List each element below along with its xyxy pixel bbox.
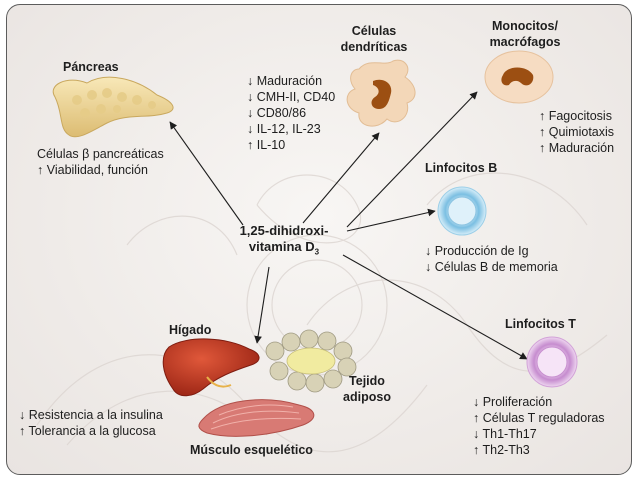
b-cell-illustration [437,186,487,236]
adipose-tissue-illustration [265,329,357,393]
liver-title: Hígado [169,323,212,337]
t-cells-effect: ↑ Células T reguladoras [473,411,605,425]
arrow-to-metabolic-organs [254,266,270,344]
dendritic-title: Células dendríticas [332,23,416,55]
dendritic-effects: ↓ Maduración ↓ CMH-II, CD40 ↓ CD80/86 ↓ … [247,73,335,153]
arrow-to-t-cells [342,254,528,360]
pancreas-effect: Células β pancreáticas [37,147,164,161]
muscle-title: Músculo esquelético [190,443,313,457]
dendritic-effect: ↓ CMH-II, CD40 [247,90,336,104]
slide-frame: 1,25-dihidroxi- vitamina D3 Páncreas Cél… [6,4,632,475]
monocytes-title: Monocitos/ macrófagos [477,18,573,50]
monocyte-illustration [484,50,554,104]
adipose-title-line1: Tejido [349,374,385,388]
metabolic-effect: ↑ Tolerancia a la glucosa [19,424,156,438]
pancreas-effects: Células β pancreáticas ↑ Viabilidad, fun… [37,146,164,178]
diagram-canvas [52,50,578,437]
pancreas-illustration [52,76,174,138]
monocytes-effect: ↑ Fagocitosis [539,109,612,123]
t-cells-effect: ↑ Th2-Th3 [473,443,530,457]
skeletal-muscle-illustration [198,399,315,437]
t-cells-effect: ↓ Th1-Th17 [473,427,537,441]
pancreas-title: Páncreas [63,60,119,74]
monocytes-effect: ↑ Maduración [539,141,615,155]
monocytes-title-line2: macrófagos [489,35,561,49]
t-cells-title: Linfocitos T [505,317,576,331]
dendritic-cell-illustration [346,59,416,127]
t-cell-illustration [526,336,578,388]
metabolic-effect: ↓ Resistencia a la insulina [19,408,163,422]
monocytes-effects: ↑ Fagocitosis ↑ Quimiotaxis ↑ Maduración [539,108,614,156]
metabolic-effects: ↓ Resistencia a la insulina ↑ Tolerancia… [19,407,163,439]
pancreas-effect: ↑ Viabilidad, función [37,163,148,177]
effect-arrows [169,91,528,360]
monocytes-title-line1: Monocitos/ [492,19,558,33]
liver-illustration [162,338,260,397]
dendritic-title-line1: Células [351,24,397,38]
center-label-line2: vitamina D3 [229,239,339,261]
b-cells-effect: ↓ Producción de Ig [425,244,529,258]
dendritic-effect: ↓ Maduración [247,74,323,88]
arrow-to-monocytes [346,91,478,228]
arrow-to-b-cells [346,208,436,232]
monocytes-effect: ↑ Quimiotaxis [539,125,615,139]
center-label-line1: 1,25-dihidroxi- [239,223,329,238]
t-cells-effect: ↓ Proliferación [473,395,553,409]
center-label-subscript: 3 [314,247,320,257]
arrow-to-dendritic [302,132,380,224]
dendritic-effect: ↓ IL-12, IL-23 [247,122,321,136]
adipose-title: Tejido adiposo [335,373,399,405]
b-cells-effects: ↓ Producción de Ig ↓ Células B de memori… [425,243,558,275]
t-cells-effects: ↓ Proliferación ↑ Células T reguladoras … [473,394,605,458]
arrow-to-pancreas [169,121,244,226]
center-label-main: vitamina D [248,239,315,254]
b-cells-effect: ↓ Células B de memoria [425,260,558,274]
dendritic-title-line2: dendríticas [340,40,408,54]
adipose-title-line2: adiposo [343,390,391,404]
center-label: 1,25-dihidroxi- vitamina D3 [229,223,339,261]
dendritic-effect: ↓ CD80/86 [247,106,307,120]
dendritic-effect: ↑ IL-10 [247,138,286,152]
b-cells-title: Linfocitos B [425,161,498,175]
